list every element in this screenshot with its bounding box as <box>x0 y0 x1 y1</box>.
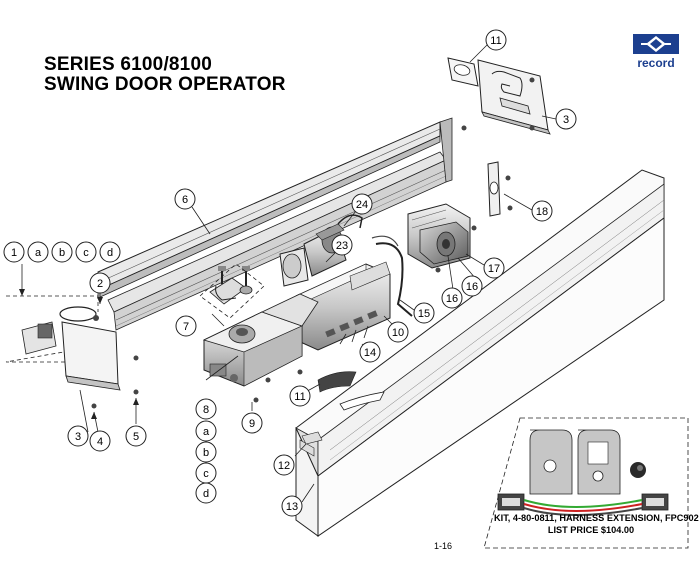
motor-gearbox-17 <box>407 203 477 273</box>
callout-13: 13 <box>286 501 298 513</box>
callout-1a: a <box>35 247 42 259</box>
kit-description: KIT, 4-80-0811, HARNESS EXTENSION, FPC90… <box>494 513 699 523</box>
callout-14: 14 <box>364 347 376 359</box>
callout-leaders <box>21 43 557 503</box>
callout-8: 8 <box>203 404 209 416</box>
callout-7: 7 <box>183 321 189 333</box>
kit-inset <box>483 417 689 549</box>
callout-1: 1 <box>11 247 17 259</box>
callout-8b: b <box>203 447 209 459</box>
callout-9: 9 <box>249 418 255 430</box>
leader-arrows <box>19 289 139 419</box>
callout-circles <box>3 29 577 517</box>
callout-8c: c <box>203 468 209 480</box>
record-logo-icon <box>633 34 679 54</box>
callout-2: 2 <box>97 278 103 290</box>
page-title-line2: SWING DOOR OPERATOR <box>44 74 286 95</box>
callout-24: 24 <box>356 199 368 211</box>
callout-1c: c <box>83 247 89 259</box>
right-end-cap <box>477 59 551 135</box>
motor-assembly <box>279 214 363 287</box>
page-title-line1: SERIES 6100/8100 <box>44 54 212 75</box>
callout-11-top: 11 <box>490 35 501 47</box>
callout-16-b: 16 <box>446 293 458 305</box>
mounting-plate-18 <box>487 161 501 217</box>
page-number: 1-16 <box>434 541 453 551</box>
left-end-cap-assembly <box>5 295 121 391</box>
callout-1d: d <box>107 247 113 259</box>
callout-18: 18 <box>536 206 548 218</box>
callout-10: 10 <box>392 327 404 339</box>
callout-1b: b <box>59 247 65 259</box>
callout-3-left: 3 <box>75 431 81 443</box>
drive-arm-parts-7 <box>199 263 265 319</box>
callout-8d: d <box>203 488 209 500</box>
callout-labels: 11 3 6 24 23 18 17 16 16 15 10 14 1 a b … <box>11 35 569 513</box>
screws-top-right <box>461 77 535 211</box>
callout-23: 23 <box>336 240 348 252</box>
callout-4: 4 <box>97 436 103 448</box>
callout-3-right: 3 <box>563 114 569 126</box>
logo-wordmark: record <box>637 56 675 70</box>
lower-bracket-11 <box>317 371 357 393</box>
callout-17: 17 <box>488 263 500 275</box>
kit-price: LIST PRICE $104.00 <box>547 525 635 535</box>
callout-6: 6 <box>182 194 188 206</box>
callout-12: 12 <box>278 460 290 472</box>
callout-5: 5 <box>133 431 139 443</box>
main-drive-unit-8 <box>202 293 319 387</box>
sensor-blocks-14 <box>325 310 378 345</box>
screws-left <box>91 355 303 409</box>
callout-15: 15 <box>418 308 430 320</box>
callout-16-a: 16 <box>466 281 478 293</box>
top-bracket-11 <box>447 57 479 87</box>
callout-11-lower: 11 <box>294 391 305 403</box>
cover-clip-12 <box>301 431 323 445</box>
callout-8a: a <box>203 426 210 438</box>
operator-cover-13 <box>295 169 665 537</box>
